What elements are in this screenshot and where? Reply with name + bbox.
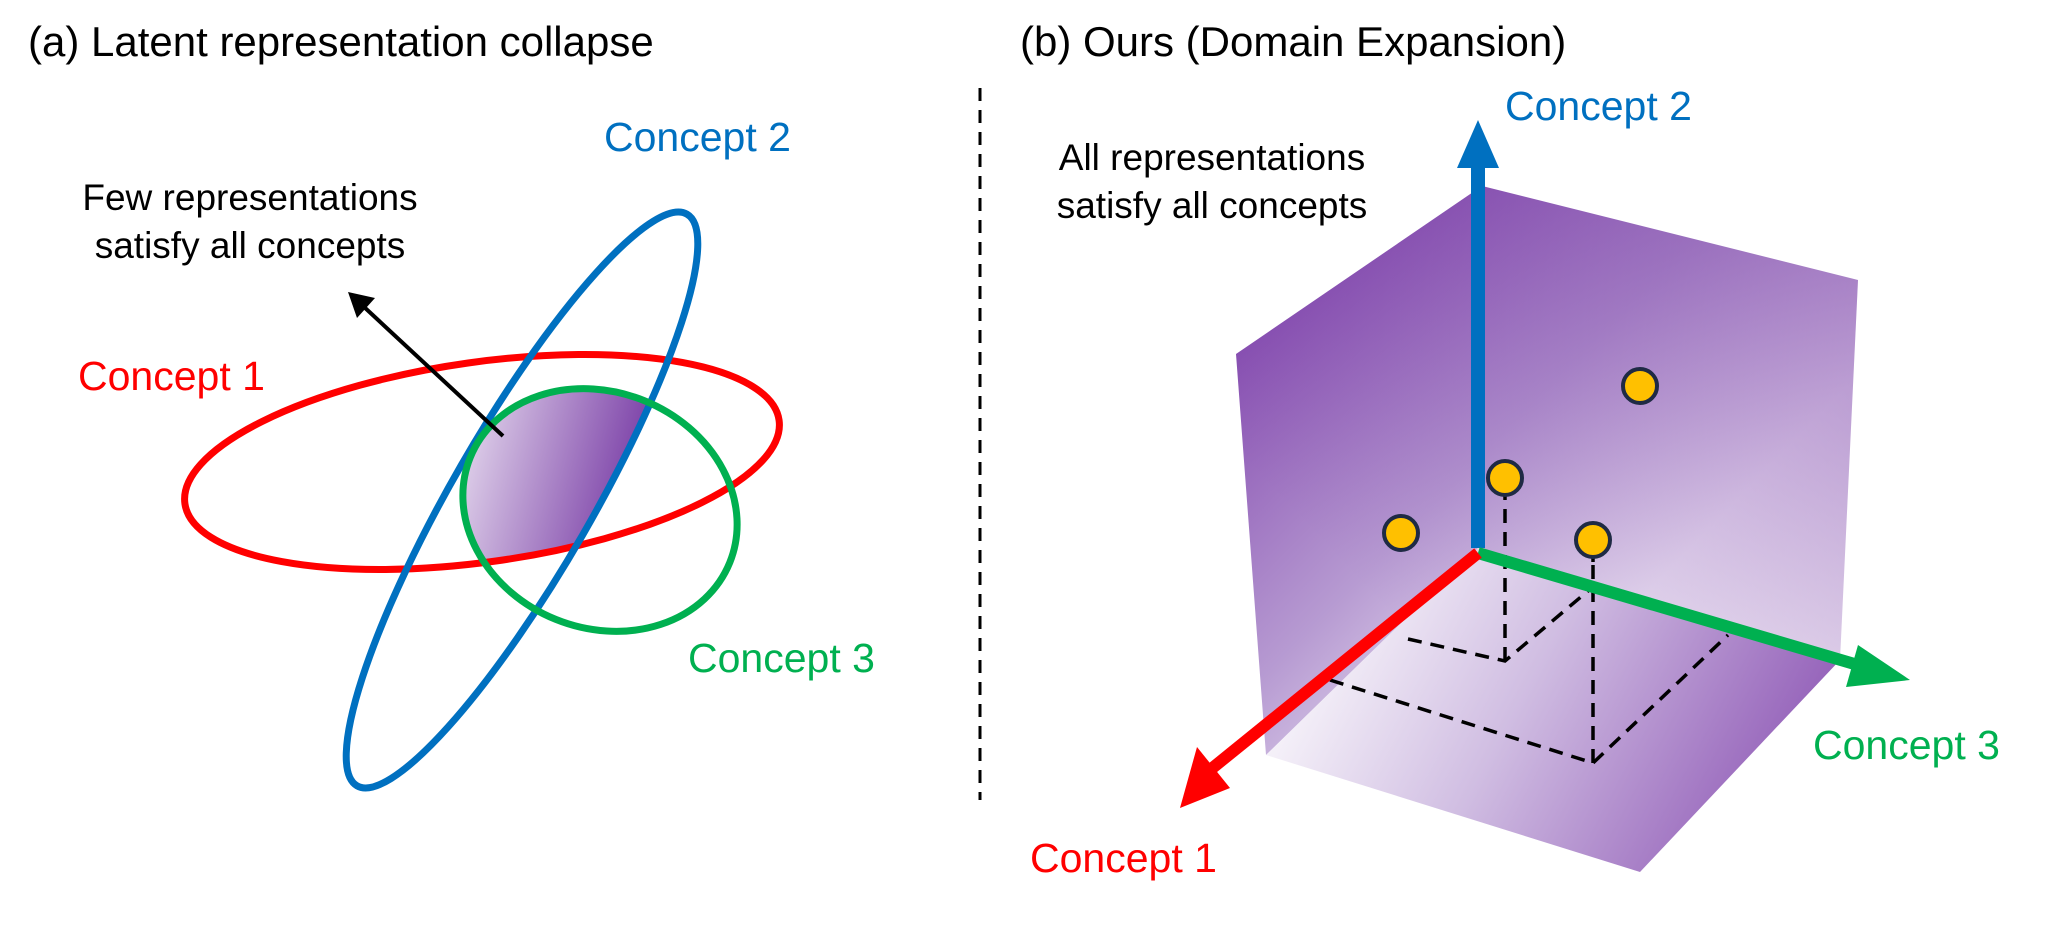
panel-b-title: (b) Ours (Domain Expansion) (1020, 18, 1566, 65)
annotation-arrow (348, 292, 505, 438)
concept-1-axis (1180, 548, 1482, 808)
panel-a-concept-2-label: Concept 2 (604, 114, 791, 160)
intersection-region (425, 348, 698, 603)
panel-b-concept-3-label: Concept 3 (1813, 722, 2000, 768)
concept-2-ellipse (342, 208, 702, 792)
point-icon (1382, 514, 1420, 552)
projection-lines (1329, 495, 1730, 765)
panel-a-annotation-line2: satisfy all concepts (95, 225, 406, 266)
expanded-domain-region (1236, 186, 1858, 872)
concept-3-axis (1476, 547, 1910, 687)
representation-points (1382, 367, 1659, 559)
panel-b-annotation-line2: satisfy all concepts (1057, 185, 1368, 226)
panel-a-title: (a) Latent representation collapse (28, 18, 654, 65)
panel-b-concept-1-label: Concept 1 (1030, 835, 1217, 881)
point-icon (1486, 459, 1524, 497)
point-icon (1574, 521, 1612, 559)
panel-a-concept-1-label: Concept 1 (78, 353, 265, 399)
panel-b-annotation-line1: All representations (1059, 137, 1365, 178)
concept-3-ellipse (459, 385, 741, 635)
point-icon (1621, 367, 1659, 405)
concept-2-axis (1457, 120, 1499, 548)
panel-a-concept-3-label: Concept 3 (688, 635, 875, 681)
concept-1-ellipse (181, 351, 783, 573)
panel-a-annotation-line1: Few representations (82, 177, 417, 218)
panel-b-concept-2-label: Concept 2 (1505, 83, 1692, 129)
